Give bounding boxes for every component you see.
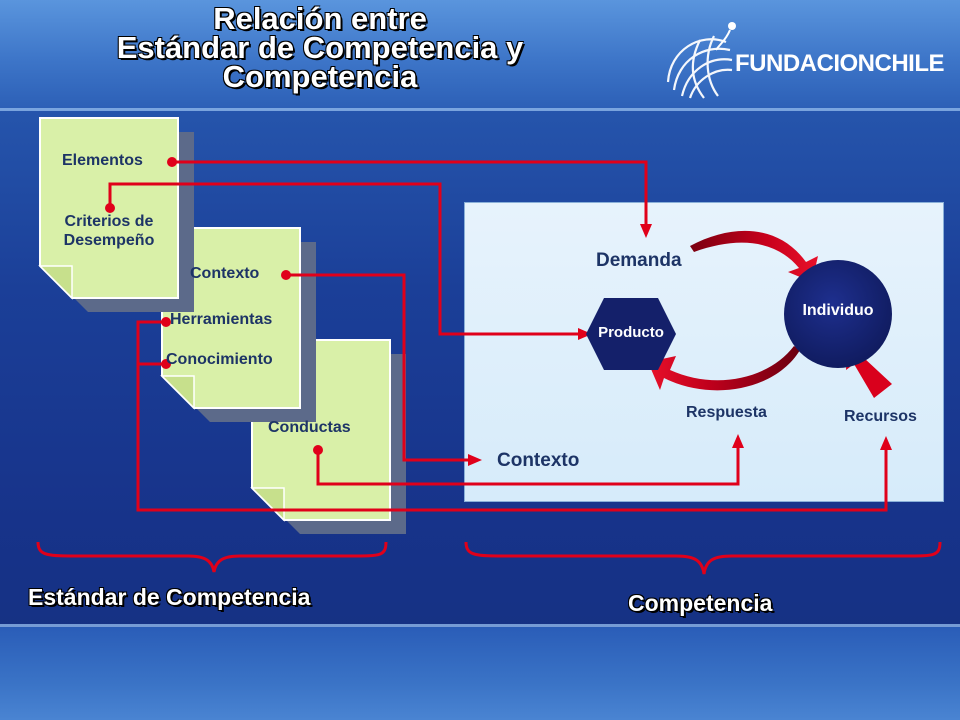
header-rule <box>0 108 960 111</box>
label-elementos: Elementos <box>62 152 143 169</box>
connector-contexto <box>286 273 470 462</box>
label-herramientas: Herramientas <box>170 311 273 328</box>
connector-conductas-respuesta <box>316 446 740 486</box>
label-individuo: Individuo <box>802 302 874 319</box>
connector-criterios-producto <box>108 182 580 336</box>
label-respuesta: Respuesta <box>686 404 767 421</box>
connectors <box>108 160 888 512</box>
label-recursos: Recursos <box>844 408 917 425</box>
label-producto: Producto <box>598 324 664 341</box>
connector-arrowheads <box>468 224 892 466</box>
label-contexto-panel: Contexto <box>497 450 580 471</box>
label-criterios: Criterios de Desempeño <box>46 212 172 250</box>
footer-rule <box>0 624 960 627</box>
label-demanda: Demanda <box>596 250 682 271</box>
brace-left <box>36 541 388 573</box>
label-conocimiento: Conocimiento <box>166 351 273 368</box>
label-conductas: Conductas <box>268 419 351 436</box>
arrow-individuo-to-producto <box>648 346 800 391</box>
globe-swirl-icon <box>666 22 736 99</box>
connector-herramientas-recursos <box>136 320 888 512</box>
title-line-2: Estándar de Competencia y <box>116 30 524 65</box>
document-contexto <box>160 227 316 422</box>
connector-dots <box>105 157 323 455</box>
title-line-1: Relación entre <box>213 1 427 36</box>
brace-right <box>464 541 942 575</box>
label-criterios-line-2: Desempeño <box>63 232 155 249</box>
label-contexto-doc: Contexto <box>190 265 260 282</box>
slide-title: Relación entre Estándar de Competencia y… <box>40 1 600 94</box>
title-line-3: Competencia <box>222 59 418 94</box>
logo-wordmark: FUNDACIONCHILE <box>735 50 945 77</box>
label-criterios-line-1: Criterios de <box>64 213 154 230</box>
label-estandar-competencia: Estándar de Competencia <box>28 584 311 610</box>
individuo-node <box>784 260 892 368</box>
arrow-demanda-to-individuo <box>690 230 818 282</box>
connector-elementos-demanda <box>172 160 648 226</box>
producto-node <box>586 298 676 370</box>
footer-band <box>0 627 960 720</box>
label-competencia: Competencia <box>628 590 773 616</box>
header-band <box>0 0 960 110</box>
